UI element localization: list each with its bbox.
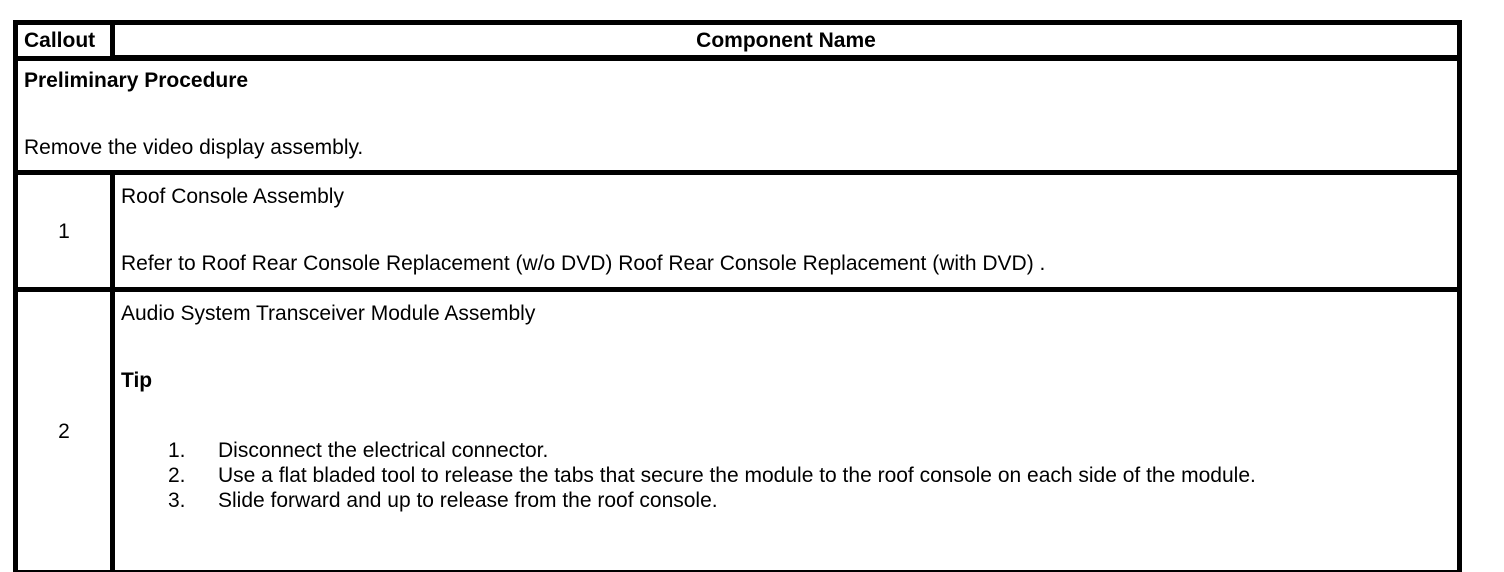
step-text: Use a flat bladed tool to release the ta…	[218, 464, 1256, 487]
step-text: Disconnect the electrical connector.	[218, 439, 549, 462]
callout-number-2: 2	[13, 287, 115, 572]
component-name-1: Roof Console Assembly	[121, 185, 344, 208]
preliminary-procedure-row: Preliminary Procedure Remove the video d…	[13, 55, 1462, 175]
table-row-2: 2 Audio System Transceiver Module Assemb…	[13, 287, 1462, 572]
tip-label: Tip	[121, 369, 153, 392]
preliminary-procedure-body: Remove the video display assembly.	[24, 136, 364, 159]
step-number: 1.	[168, 439, 186, 462]
table-row-1: 1 Roof Console Assembly Refer to Roof Re…	[13, 170, 1462, 292]
tip-steps-list: 1. Disconnect the electrical connector. …	[121, 438, 1449, 513]
component-name-2: Audio System Transceiver Module Assembly	[121, 302, 536, 325]
preliminary-procedure-title: Preliminary Procedure	[24, 69, 249, 92]
component-cell-2: Audio System Transceiver Module Assembly…	[110, 287, 1462, 572]
component-table: Callout Component Name Preliminary Proce…	[13, 20, 1462, 572]
spacer	[24, 93, 1451, 135]
tip-step-3: 3. Slide forward and up to release from …	[168, 488, 1449, 513]
callout-number-1: 1	[13, 170, 115, 292]
component-note-1: Refer to Roof Rear Console Replacement (…	[121, 252, 1046, 275]
step-number: 3.	[168, 489, 186, 512]
tip-step-2: 2. Use a flat bladed tool to release the…	[168, 463, 1449, 488]
callout-column-header: Callout	[13, 20, 115, 61]
step-text: Slide forward and up to release from the…	[218, 489, 718, 512]
spacer	[121, 326, 1449, 368]
preliminary-procedure-cell: Preliminary Procedure Remove the video d…	[13, 55, 1462, 175]
spacer	[121, 393, 1449, 438]
step-number: 2.	[168, 464, 186, 487]
header-row: Callout Component Name	[13, 20, 1462, 61]
spacer	[121, 209, 1449, 251]
component-cell-1: Roof Console Assembly Refer to Roof Rear…	[110, 170, 1462, 292]
tip-step-1: 1. Disconnect the electrical connector.	[168, 438, 1449, 463]
component-name-column-header: Component Name	[110, 20, 1462, 61]
